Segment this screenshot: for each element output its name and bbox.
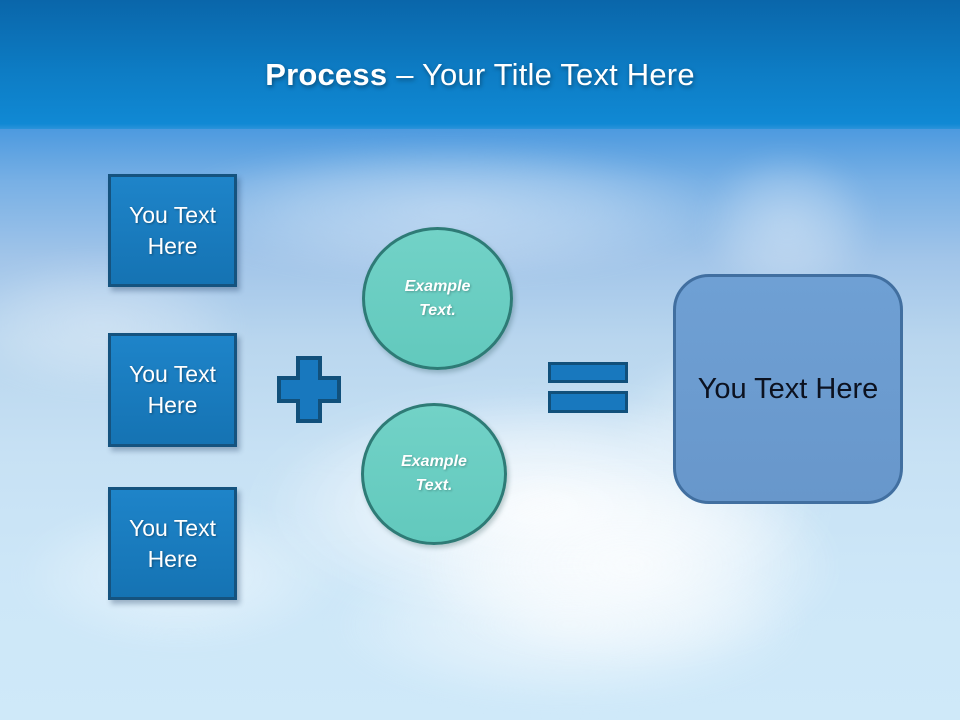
plus-icon [277,356,341,423]
example-circle-2[interactable]: Example Text. [361,403,507,545]
title-rest-text: – Your Title Text Here [396,57,695,92]
text-placeholder-2[interactable]: You Text Here [108,333,237,447]
equals-bar-bottom [548,391,628,413]
equals-icon [548,362,628,413]
text-placeholder-3[interactable]: You Text Here [108,487,237,600]
title-lead-text: Process [265,57,388,92]
text-placeholder-1[interactable]: You Text Here [108,174,237,287]
result-placeholder[interactable]: You Text Here [673,274,903,504]
example-circle-1[interactable]: Example Text. [362,227,513,370]
header-band [0,0,960,129]
slide-title[interactable]: Process– Your Title Text Here [0,56,960,94]
equals-bar-top [548,362,628,383]
